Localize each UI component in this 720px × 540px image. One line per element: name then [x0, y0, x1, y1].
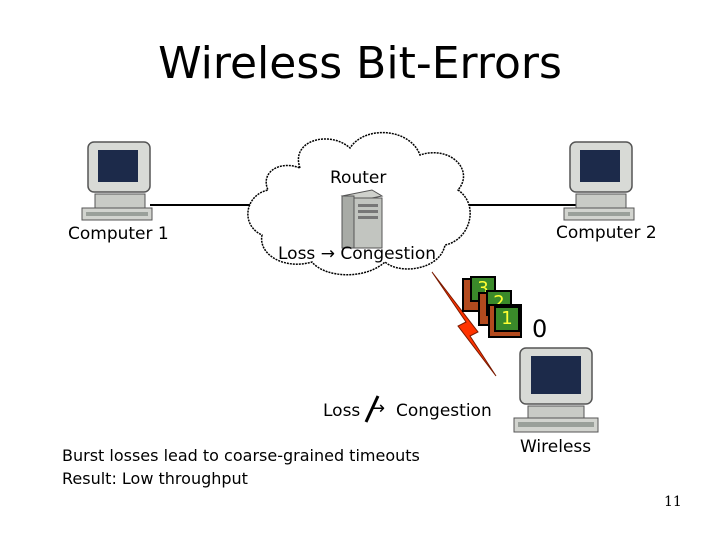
lightning-bolt	[431, 271, 497, 377]
computer2-icon	[563, 141, 635, 221]
cloud-loss-congestion-text: Loss → Congestion	[278, 244, 437, 264]
crossed-loss-text: Loss	[323, 401, 361, 421]
crossed-arrow-icon: →	[370, 398, 386, 419]
strike-through-mark	[364, 395, 380, 423]
crossed-congestion-text: Congestion	[396, 401, 492, 421]
packet-1: 1	[494, 306, 520, 332]
note-line-2: Result: Low throughput	[62, 469, 248, 488]
wireless-label: Wireless	[520, 437, 592, 457]
packet-0: 0	[532, 315, 548, 343]
wireless-computer-icon	[513, 347, 599, 433]
computer1-icon	[81, 141, 153, 221]
note-line-1: Burst losses lead to coarse-grained time…	[62, 446, 420, 465]
computer2-label: Computer 2	[556, 223, 657, 243]
router-server-icon	[340, 189, 384, 249]
page-number: 11	[664, 494, 682, 510]
router-label: Router	[330, 168, 387, 188]
computer1-label: Computer 1	[68, 224, 169, 244]
slide-title: Wireless Bit-Errors	[158, 38, 562, 89]
